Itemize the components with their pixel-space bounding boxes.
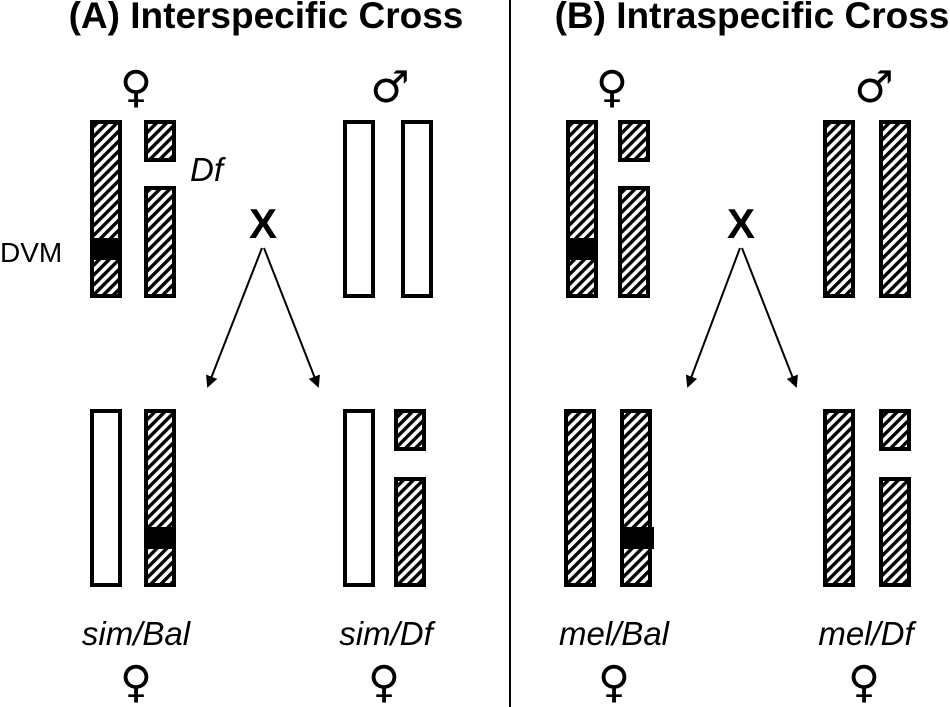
chromosome-parent-male-a1 xyxy=(343,120,375,298)
chromosome-parent-female-b1 xyxy=(566,120,598,298)
chromosome-parent-female-a2-top xyxy=(144,120,176,162)
offspring-female-symbol-icon: ♀ xyxy=(598,657,630,707)
chromosome-parent-female-b2-top xyxy=(618,120,650,162)
cross-symbol: X xyxy=(727,200,755,247)
chromosome-offspring-b1-mel xyxy=(564,409,596,587)
chromosome-offspring-a1-sim xyxy=(90,409,122,587)
offspring-label-mel-df: mel/Df xyxy=(818,615,917,652)
male-symbol-icon: ♂ xyxy=(370,62,409,113)
female-symbol-icon: ♀ xyxy=(120,62,152,113)
chromosome-parent-female-a2-bottom xyxy=(144,186,176,298)
male-symbol-icon: ♂ xyxy=(854,62,893,113)
dvm-label: DVM xyxy=(0,237,62,268)
panel-a: (A) Interspecific Cross ♀ ♂ Df DVM X sim… xyxy=(0,0,463,707)
offspring-label-sim-df: sim/Df xyxy=(339,615,436,652)
dvm-marker-offspring-a1 xyxy=(144,527,176,549)
chromosome-offspring-a1-bal xyxy=(144,409,176,587)
offspring-female-symbol-icon: ♀ xyxy=(368,657,400,707)
dvm-marker-offspring-b1 xyxy=(620,527,654,549)
chromosome-parent-female-a1 xyxy=(90,120,122,298)
offspring-female-symbol-icon: ♀ xyxy=(848,657,880,707)
chromosome-offspring-b2-df-bottom xyxy=(879,477,911,587)
panel-b-title: (B) Intraspecific Cross xyxy=(555,0,950,36)
arrow-to-offspring-left xyxy=(206,247,263,388)
chromosome-offspring-a2-df-bottom xyxy=(394,477,426,587)
chromosome-offspring-b2-mel xyxy=(823,409,855,587)
chromosome-parent-male-b1 xyxy=(823,120,855,298)
chromosome-parent-male-b2 xyxy=(879,120,911,298)
chromosome-offspring-a2-sim xyxy=(343,409,375,587)
cross-symbol: X xyxy=(249,200,277,247)
deficiency-label: Df xyxy=(190,151,227,188)
dvm-marker xyxy=(566,238,598,260)
panel-b: (B) Intraspecific Cross ♀ ♂ X mel/Bal me… xyxy=(555,0,950,707)
offspring-label-mel-bal: mel/Bal xyxy=(559,615,671,652)
chromosome-offspring-b2-df-top xyxy=(879,409,911,451)
chromosome-offspring-a2-df-top xyxy=(394,409,426,451)
arrow-to-offspring-right xyxy=(741,247,798,388)
offspring-female-symbol-icon: ♀ xyxy=(120,657,152,707)
chromosome-offspring-b1-bal xyxy=(620,409,652,587)
offspring-label-sim-bal: sim/Bal xyxy=(82,615,192,652)
arrow-to-offspring-left xyxy=(685,247,741,388)
dvm-marker xyxy=(90,238,122,260)
arrow-to-offspring-right xyxy=(263,247,320,388)
chromosome-parent-female-b2-bottom xyxy=(618,186,650,298)
chromosome-parent-male-a2 xyxy=(401,120,433,298)
female-symbol-icon: ♀ xyxy=(596,62,628,113)
panel-a-title: (A) Interspecific Cross xyxy=(69,0,464,36)
